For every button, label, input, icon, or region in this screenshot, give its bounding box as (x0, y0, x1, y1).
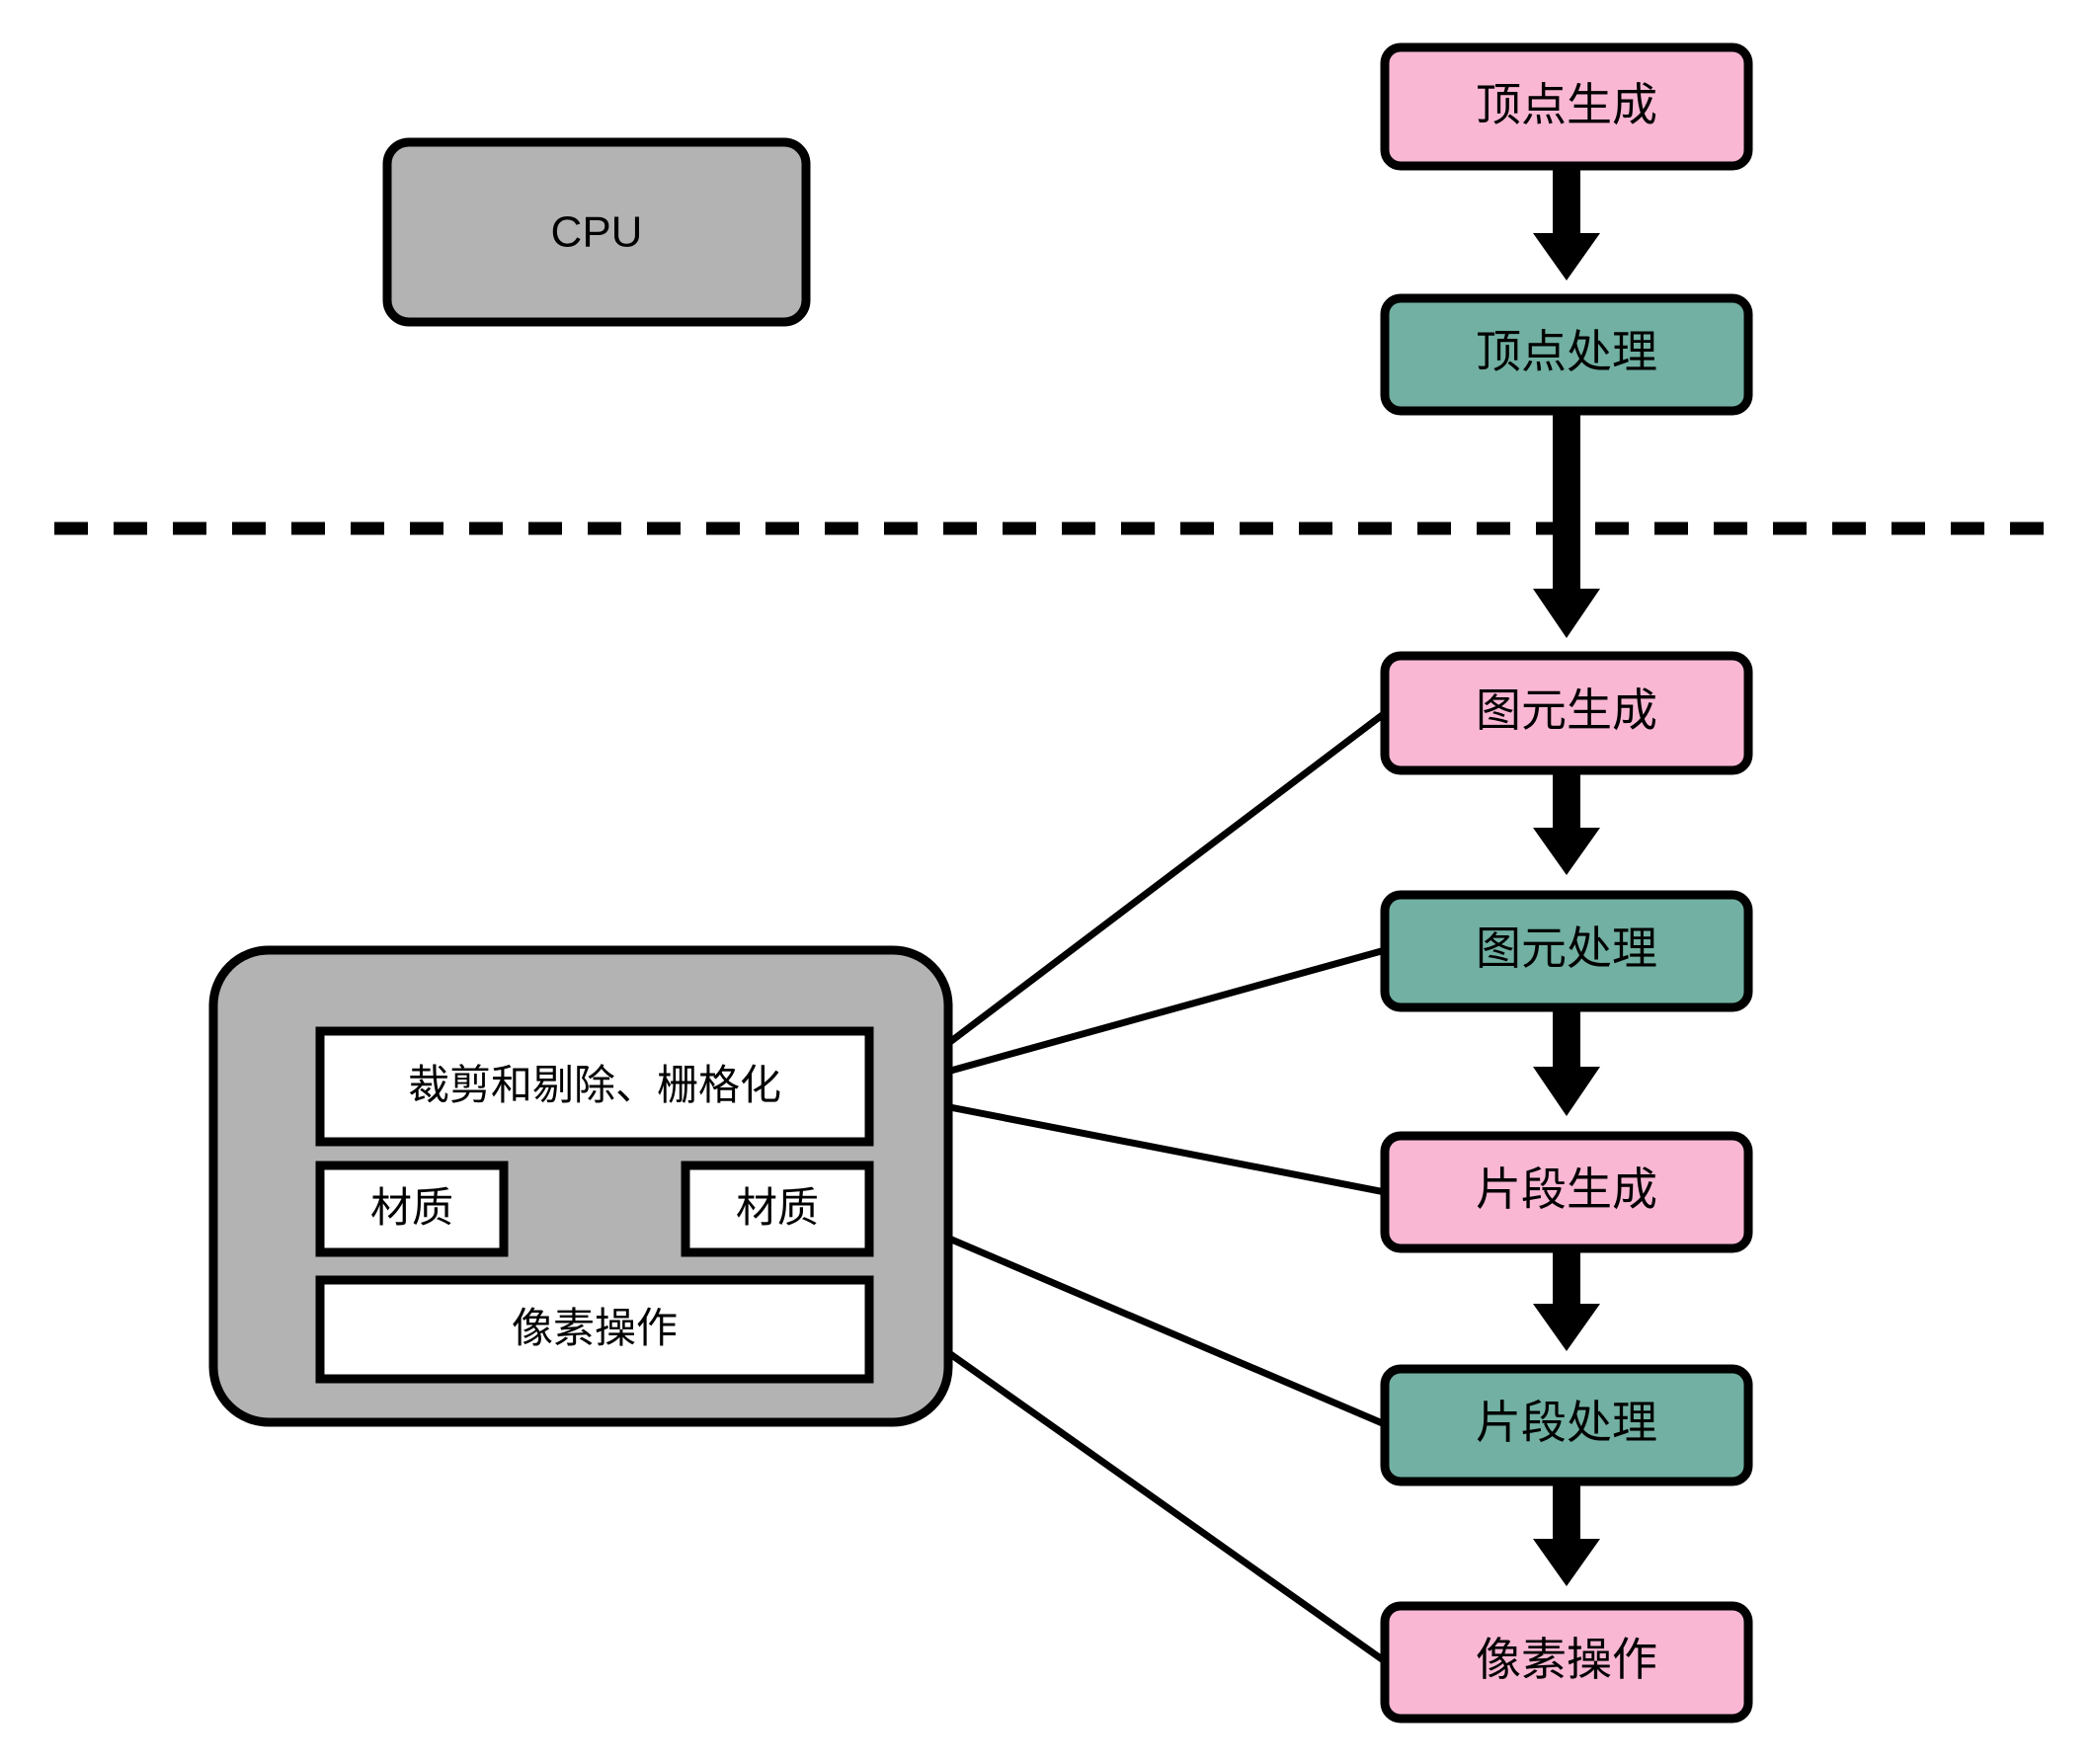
flow-arrow-5 (1533, 1246, 1600, 1351)
stage-fragment-processing[interactable]: 片段处理 (1380, 1364, 1753, 1486)
flow-arrow-2 (1533, 409, 1600, 638)
stage-vertex-generation[interactable]: 顶点生成 (1380, 42, 1753, 171)
flow-arrow-3 (1533, 768, 1600, 875)
connector-primitive-processing-to-raster (893, 946, 1386, 1090)
gpu-unit-clip-cull-raster[interactable]: 裁剪和剔除、栅格化 (315, 1026, 874, 1147)
stage-vertex-generation-rect[interactable] (1380, 42, 1753, 171)
cpu-block[interactable]: CPU (382, 137, 811, 327)
gpu-unit-texture-right-rect[interactable] (681, 1161, 874, 1257)
stage-primitive-generation[interactable]: 图元生成 (1380, 651, 1753, 775)
stage-fragment-generation[interactable]: 片段生成 (1380, 1131, 1753, 1253)
gpu-unit-pixel-ops[interactable]: 像素操作 (315, 1275, 874, 1384)
stage-primitive-generation-rect[interactable] (1380, 651, 1753, 775)
gpu-unit-texture-left-rect[interactable] (315, 1161, 509, 1257)
connector-primitive-generation-to-raster (891, 710, 1388, 1087)
flow-arrow-1 (1533, 166, 1600, 281)
gpu-block[interactable]: 裁剪和剔除、栅格化 材质 材质 像素操作 (208, 945, 953, 1427)
gpu-unit-clip-cull-raster-rect[interactable] (315, 1026, 874, 1147)
stage-pixel-operations-rect[interactable] (1380, 1601, 1753, 1724)
stage-vertex-processing[interactable]: 顶点处理 (1380, 293, 1753, 416)
connector-pixel-operations-to-pixel-unit (886, 1308, 1388, 1664)
connector-fragment-processing-to-texture (887, 1209, 1387, 1428)
gpu-unit-texture-right[interactable]: 材质 (681, 1161, 874, 1257)
stage-fragment-generation-rect[interactable] (1380, 1131, 1753, 1253)
connector-fragment-generation-to-raster (893, 1092, 1386, 1196)
gpu-unit-texture-left[interactable]: 材质 (315, 1161, 509, 1257)
stage-primitive-processing-rect[interactable] (1380, 890, 1753, 1012)
stage-primitive-processing[interactable]: 图元处理 (1380, 890, 1753, 1012)
stage-vertex-processing-rect[interactable] (1380, 293, 1753, 416)
cpu-block-rect[interactable] (382, 137, 811, 327)
flow-arrow-6 (1533, 1480, 1600, 1586)
flow-arrow-4 (1533, 1005, 1600, 1116)
stage-fragment-processing-rect[interactable] (1380, 1364, 1753, 1486)
stage-pixel-operations[interactable]: 像素操作 (1380, 1601, 1753, 1724)
gpu-unit-pixel-ops-rect[interactable] (315, 1275, 874, 1384)
